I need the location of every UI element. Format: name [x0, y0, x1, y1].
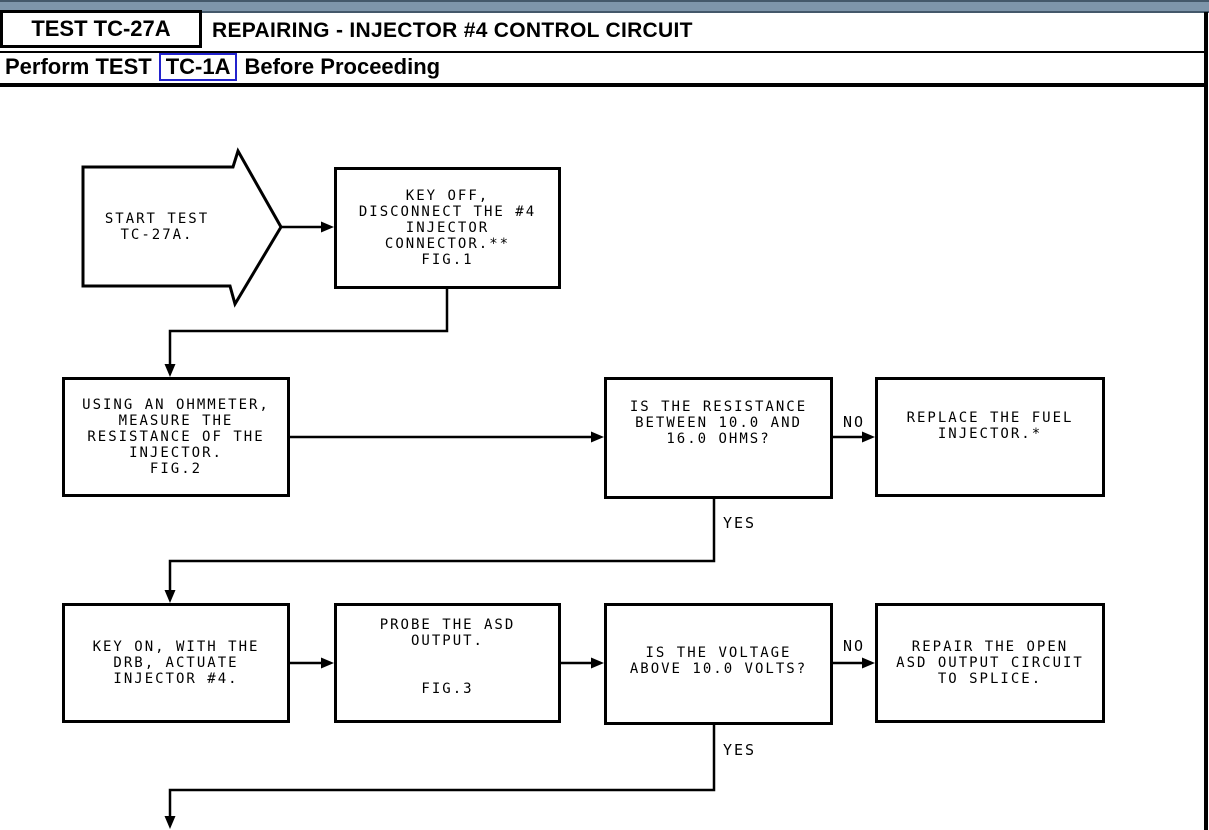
tc-1a-link[interactable]: TC-1A	[158, 53, 238, 81]
arrowhead-icon	[591, 431, 604, 443]
header-thin-rule	[0, 51, 1207, 53]
header-thick-rule	[0, 83, 1207, 87]
arrowhead-icon	[862, 657, 875, 669]
flow-node-decision1: IS THE RESISTANCE BETWEEN 10.0 AND 16.0 …	[604, 377, 833, 499]
test-id-label: TEST TC-27A	[31, 16, 171, 41]
arrowhead-icon	[321, 221, 334, 233]
subtitle-prefix: Perform TEST	[5, 54, 152, 79]
connector-step1-to-step2	[168, 289, 449, 372]
arrowhead-icon	[591, 657, 604, 669]
subtitle-suffix: Before Proceeding	[244, 54, 441, 79]
flow-node-step2-text: USING AN OHMMETER, MEASURE THE RESISTANC…	[82, 397, 270, 477]
flow-node-step3: KEY ON, WITH THE DRB, ACTUATE INJECTOR #…	[62, 603, 290, 723]
flow-node-step2: USING AN OHMMETER, MEASURE THE RESISTANC…	[62, 377, 290, 497]
branch-label-yes-2: YES	[723, 741, 757, 759]
flow-node-decision1-text: IS THE RESISTANCE BETWEEN 10.0 AND 16.0 …	[629, 399, 808, 447]
flow-node-result1: REPLACE THE FUEL INJECTOR.*	[875, 377, 1105, 497]
start-arrow-shape	[81, 147, 283, 308]
flow-node-step4: PROBE THE ASD OUTPUT. FIG.3	[334, 603, 561, 723]
arrowhead-icon	[164, 364, 176, 377]
connector-decision2-yes-offpage	[168, 725, 716, 820]
start-node-label: START TEST TC-27A.	[104, 210, 210, 243]
test-id-box: TEST TC-27A	[0, 10, 202, 48]
flow-node-step1: KEY OFF, DISCONNECT THE #4 INJECTOR CONN…	[334, 167, 561, 289]
subtitle-row: Perform TEST TC-1A Before Proceeding	[5, 53, 441, 81]
flow-node-step3-text: KEY ON, WITH THE DRB, ACTUATE INJECTOR #…	[92, 639, 260, 687]
connector-decision1-yes	[168, 499, 716, 598]
flow-node-result2: REPAIR THE OPEN ASD OUTPUT CIRCUIT TO SP…	[875, 603, 1105, 723]
arrowhead-icon	[862, 431, 875, 443]
page-right-border	[1204, 12, 1208, 830]
top-gray-bar	[0, 0, 1209, 13]
flow-node-result1-text: REPLACE THE FUEL INJECTOR.*	[906, 410, 1074, 442]
arrowhead-icon	[164, 590, 176, 603]
branch-label-no-2: NO	[843, 637, 866, 655]
flow-node-decision2: IS THE VOLTAGE ABOVE 10.0 VOLTS?	[604, 603, 833, 725]
branch-label-no-1: NO	[843, 413, 866, 431]
flow-node-decision2-text: IS THE VOLTAGE ABOVE 10.0 VOLTS?	[629, 645, 808, 677]
flow-node-step1-text: KEY OFF, DISCONNECT THE #4 INJECTOR CONN…	[358, 188, 537, 268]
arrowhead-icon	[321, 657, 334, 669]
arrowhead-icon	[164, 816, 176, 829]
flow-node-step4-text: PROBE THE ASD OUTPUT. FIG.3	[379, 617, 516, 697]
flow-node-result2-text: REPAIR THE OPEN ASD OUTPUT CIRCUIT TO SP…	[896, 639, 1084, 687]
page-title: REPAIRING - INJECTOR #4 CONTROL CIRCUIT	[212, 19, 693, 42]
branch-label-yes-1: YES	[723, 514, 757, 532]
